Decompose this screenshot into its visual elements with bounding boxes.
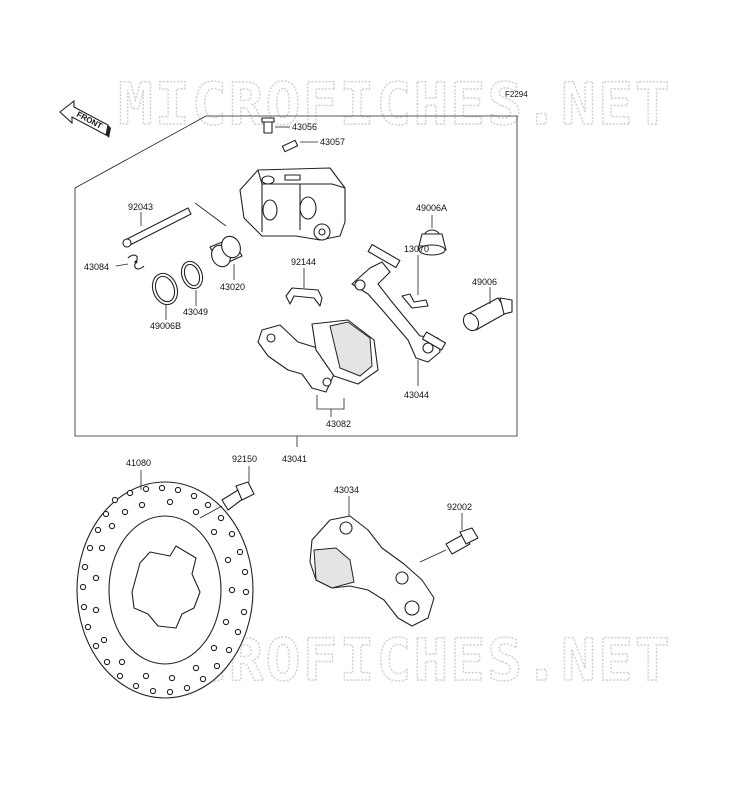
- label-92150: 92150: [232, 454, 257, 464]
- caliper-piston: [209, 235, 243, 268]
- front-arrow-icon: FRONT: [59, 99, 111, 138]
- label-43082: 43082: [326, 419, 351, 429]
- bracket-bolt: [445, 527, 479, 555]
- brake-disc-holes: [79, 484, 250, 696]
- label-92144: 92144: [291, 257, 316, 267]
- brake-pad-inner: [257, 324, 337, 393]
- label-13070: 13070: [404, 244, 429, 254]
- caliper-pin: [122, 207, 192, 248]
- retainer-clip: [401, 293, 429, 309]
- bleeder-cap: [281, 139, 299, 153]
- label-43034: 43034: [334, 485, 359, 495]
- piston-seal: [180, 260, 204, 290]
- brake-disc: [76, 481, 254, 699]
- label-43041: 43041: [282, 454, 307, 464]
- label-43049: 43049: [183, 307, 208, 317]
- label-43020: 43020: [220, 282, 245, 292]
- slide-pin-bolt: [462, 297, 513, 332]
- figure-code: F2294: [505, 90, 528, 99]
- bleeder-valve: [261, 117, 275, 134]
- caliper-bracket: [351, 243, 447, 363]
- brake-caliper-body: [239, 167, 346, 241]
- label-49006b: 49006B: [150, 321, 181, 331]
- watermark-top: MICROFICHES.NET: [118, 70, 672, 138]
- disc-mounting-bolt: [221, 481, 255, 511]
- pin-clip: [127, 254, 145, 270]
- caliper-assembly-frame: [74, 115, 518, 437]
- brake-pad-outer: [311, 319, 379, 385]
- label-92002: 92002: [447, 502, 472, 512]
- label-49006: 49006: [472, 277, 497, 287]
- label-49006a: 49006A: [416, 203, 447, 213]
- label-43057: 43057: [320, 137, 345, 147]
- label-43056: 43056: [292, 122, 317, 132]
- label-43044: 43044: [404, 390, 429, 400]
- pad-spring: [285, 287, 323, 307]
- label-92043: 92043: [128, 202, 153, 212]
- caliper-mounting-bracket: [309, 515, 435, 627]
- label-43084: 43084: [84, 262, 109, 272]
- label-41080: 41080: [126, 458, 151, 468]
- caliper-boot: [417, 229, 447, 256]
- dust-seal: [151, 272, 179, 306]
